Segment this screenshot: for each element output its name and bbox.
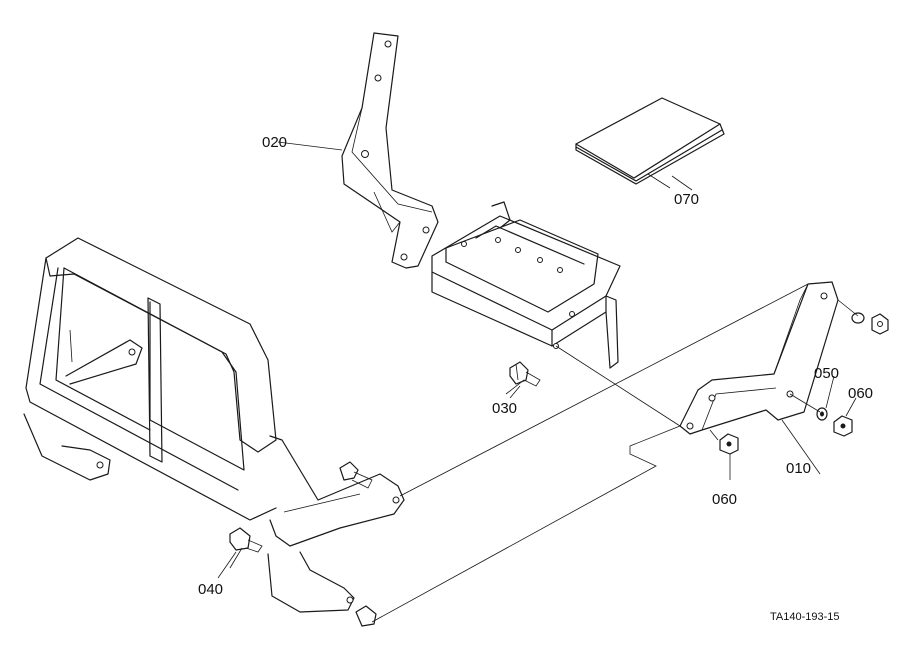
callout-030: 030 — [492, 400, 517, 417]
front-frame — [23, 237, 405, 613]
callout-060-right: 060 — [848, 385, 873, 402]
callout-010: 010 — [786, 460, 811, 477]
part-060-nut-lower — [719, 433, 739, 480]
part-020-bracket — [277, 32, 439, 269]
part-060-nut-right — [833, 397, 857, 437]
callout-040: 040 — [198, 581, 223, 598]
callout-020: 020 — [262, 134, 287, 151]
callout-070: 070 — [674, 191, 699, 208]
leader-lines — [217, 175, 693, 579]
part-tray — [431, 201, 621, 369]
part-070-document — [575, 97, 725, 189]
frame-bolt — [339, 461, 373, 489]
part-040-bolt — [229, 527, 263, 553]
callout-050: 050 — [814, 365, 839, 382]
part-050-washer — [816, 375, 835, 421]
callout-060-lower: 060 — [712, 491, 737, 508]
upper-right-fasteners — [851, 312, 889, 335]
drawing-reference: TA140-193-15 — [770, 611, 840, 623]
part-030-bolt — [509, 361, 541, 387]
bottom-bolt — [355, 605, 377, 627]
callout-labels: 020 070 030 050 060 010 060 040 TA140-19… — [198, 134, 873, 623]
assembly-guide-lines — [229, 283, 859, 623]
